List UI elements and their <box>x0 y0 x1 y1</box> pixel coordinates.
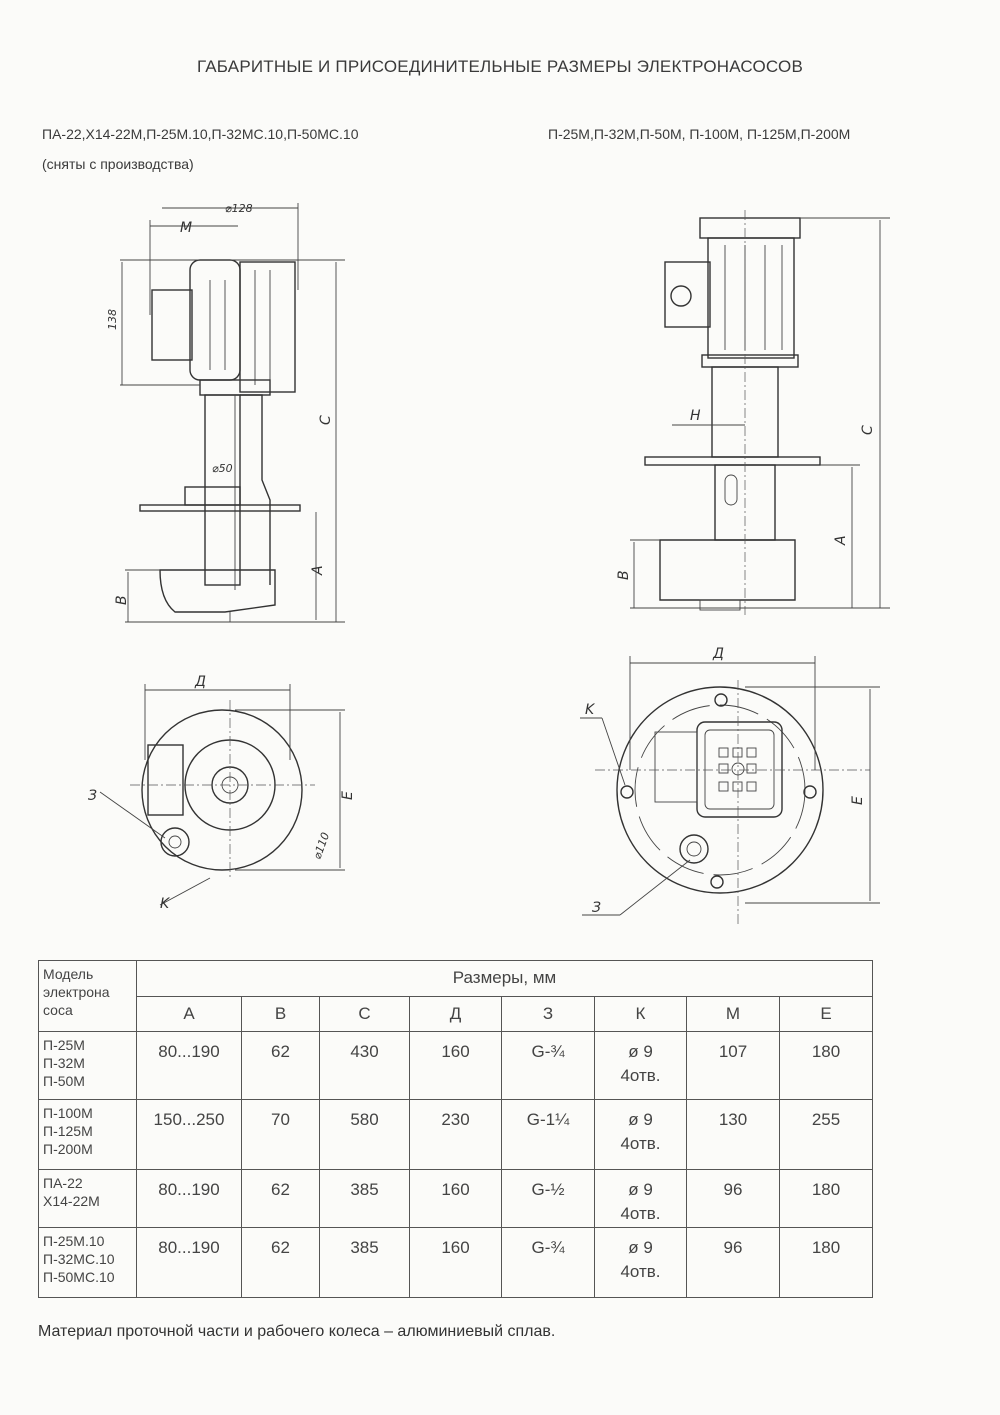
left-side-view-drawing: M ⌀128 138 C ⌀50 A B <box>106 202 345 623</box>
value-cell-B: 62 <box>241 1031 320 1100</box>
value-cell-B: 70 <box>241 1099 320 1170</box>
right-side-view-drawing: H C A B <box>616 210 890 615</box>
value-cell-К: ø 9 4отв. <box>594 1099 687 1170</box>
material-note: Материал проточной части и рабочего коле… <box>38 1323 556 1340</box>
value-cell-Д: 230 <box>409 1099 502 1170</box>
value-cell-З: G-¾ <box>501 1227 595 1298</box>
model-name: П-32МС.10 <box>43 1251 115 1267</box>
model-name: П-32М <box>43 1055 85 1071</box>
value-cell-C: 430 <box>319 1031 410 1100</box>
model-name: П-125М <box>43 1123 93 1139</box>
value-cell-C: 385 <box>319 1169 410 1228</box>
dim-label-e: E <box>340 791 356 800</box>
model-header: Модель электрона соса <box>38 960 137 1032</box>
column-header: К <box>594 995 687 1032</box>
dim-label-b: B <box>114 595 130 605</box>
dim-label-d50: ⌀50 <box>212 462 233 475</box>
value-cell-К: ø 9 4отв. <box>594 1031 687 1100</box>
page-title: ГАБАРИТНЫЕ И ПРИСОЕДИНИТЕЛЬНЫЕ РАЗМЕРЫ Э… <box>197 57 803 76</box>
value-cell-М: 96 <box>686 1169 780 1228</box>
value-cell-М: 96 <box>686 1227 780 1298</box>
model-cell: П-25М П-32М П-50М <box>38 1031 137 1100</box>
value-cell-Е: 180 <box>779 1227 873 1298</box>
value-cell-A: 80...190 <box>136 1031 242 1100</box>
right-top-view-drawing: Д K E З <box>580 646 880 925</box>
value-cell-B: 62 <box>241 1169 320 1228</box>
column-header: М <box>686 995 780 1032</box>
dim-label-d110: ⌀110 <box>311 831 333 861</box>
group-header: Размеры, мм <box>136 960 873 997</box>
value-cell-М: 130 <box>686 1099 780 1170</box>
left-models-caption: ПА-22,Х14-22М,П-25М.10,П-32МС.10,П-50МС.… <box>42 126 359 142</box>
value-cell-З: G-1¼ <box>501 1099 595 1170</box>
value-cell-Е: 180 <box>779 1169 873 1228</box>
model-cell: П-100М П-125М П-200М <box>38 1099 137 1170</box>
model-name: П-50М <box>43 1073 85 1089</box>
value-cell-B: 62 <box>241 1227 320 1298</box>
right-models-caption: П-25М,П-32М,П-50М, П-100М, П-125М,П-200М <box>548 126 851 142</box>
dim-label-z: З <box>88 788 97 804</box>
dim-label-138: 138 <box>106 309 119 330</box>
model-name: П-200М <box>43 1141 93 1157</box>
dim-label-c: C <box>318 415 334 425</box>
dim-label-k: K <box>160 896 171 912</box>
dimensions-table: Модель электрона соса Размеры, мм A B C … <box>38 960 873 1298</box>
column-header: A <box>136 995 242 1032</box>
dim-label-d: Д <box>712 646 724 662</box>
value-cell-З: G-½ <box>501 1169 595 1228</box>
value-cell-К: ø 9 4отв. <box>594 1227 687 1298</box>
dim-label-a: A <box>833 535 849 546</box>
dim-label-e: E <box>850 796 866 805</box>
column-header: B <box>241 995 320 1032</box>
column-header: C <box>319 995 410 1032</box>
value-cell-Е: 255 <box>779 1099 873 1170</box>
dim-label-b: B <box>616 570 632 580</box>
model-name: П-25М <box>43 1037 85 1053</box>
model-name: П-50МС.10 <box>43 1269 115 1285</box>
model-name: П-100М <box>43 1105 93 1121</box>
column-header: З <box>501 995 595 1032</box>
value-cell-A: 80...190 <box>136 1169 242 1228</box>
value-cell-C: 580 <box>319 1099 410 1170</box>
model-name: Х14-22М <box>43 1193 100 1209</box>
column-header: Е <box>779 995 873 1032</box>
value-cell-Д: 160 <box>409 1227 502 1298</box>
value-cell-C: 385 <box>319 1227 410 1298</box>
left-models-note: (сняты с производства) <box>42 156 194 172</box>
model-name: ПА-22 <box>43 1175 83 1191</box>
dim-label-z: З <box>592 900 601 916</box>
value-cell-З: G-¾ <box>501 1031 595 1100</box>
value-cell-A: 80...190 <box>136 1227 242 1298</box>
value-cell-Д: 160 <box>409 1031 502 1100</box>
column-header: Д <box>409 995 502 1032</box>
value-cell-Е: 180 <box>779 1031 873 1100</box>
dim-label-a: A <box>310 565 326 576</box>
dim-label-d128: ⌀128 <box>225 202 253 215</box>
dim-label-h: H <box>690 408 701 424</box>
dim-label-k: K <box>585 702 596 718</box>
value-cell-М: 107 <box>686 1031 780 1100</box>
value-cell-A: 150...250 <box>136 1099 242 1170</box>
dim-label-m: M <box>180 220 192 236</box>
dim-label-c: C <box>860 425 876 435</box>
model-name: П-25М.10 <box>43 1233 105 1249</box>
value-cell-Д: 160 <box>409 1169 502 1228</box>
left-top-view-drawing: Д E З K ⌀110 <box>88 674 356 912</box>
technical-drawings: M ⌀128 138 C ⌀50 A B Д E З K ⌀110 <box>88 202 890 925</box>
dim-label-d: Д <box>194 674 206 690</box>
value-cell-К: ø 9 4отв. <box>594 1169 687 1228</box>
